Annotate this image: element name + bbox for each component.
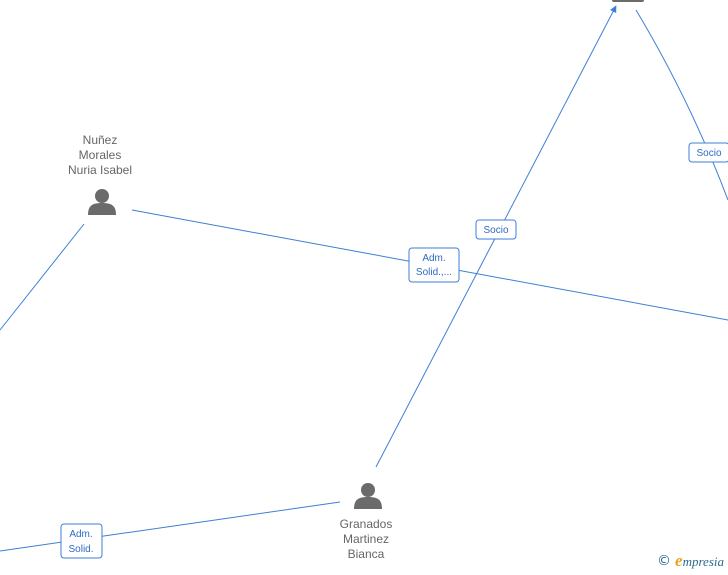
node-name-line: Nuria Isabel <box>68 163 132 177</box>
person-icon <box>354 483 382 509</box>
brand-logo-text: mpresia <box>682 554 724 569</box>
edge-label[interactable]: Socio <box>688 142 728 163</box>
node-name-line: Granados <box>340 517 393 531</box>
edge-label-line: Solid.,... <box>416 267 452 278</box>
node-name-line: Martinez <box>343 532 389 546</box>
edge-label[interactable]: Socio <box>475 219 517 240</box>
edge-label-line: Socio <box>483 225 508 236</box>
edge-label[interactable]: Adm. Solid. <box>60 523 103 559</box>
edge-label-line: Solid. <box>68 544 93 555</box>
person-node[interactable]: Granados Martinez Bianca <box>340 483 393 561</box>
person-icon <box>88 189 116 215</box>
node-name-line: Morales <box>79 148 122 162</box>
brand-logo: empresia <box>675 551 724 571</box>
edge-line <box>0 501 341 552</box>
person-node[interactable]: Nuñez Morales Nuria Isabel <box>68 133 132 215</box>
brand-logo-initial: e <box>675 551 683 570</box>
partial-node-icon <box>612 0 644 2</box>
edge-label-line: Socio <box>696 148 721 159</box>
copyright-symbol: © <box>657 553 672 569</box>
node-name-line: Nuñez <box>83 133 118 147</box>
edge-label-line: Adm. <box>422 253 445 264</box>
brand-watermark: © empresia <box>657 551 724 571</box>
node-name-line: Bianca <box>348 547 385 561</box>
edge-line <box>0 223 85 331</box>
edge-label[interactable]: Adm. Solid.,... <box>408 247 460 283</box>
edge-line <box>635 9 728 201</box>
edge-label-line: Adm. <box>69 529 92 540</box>
